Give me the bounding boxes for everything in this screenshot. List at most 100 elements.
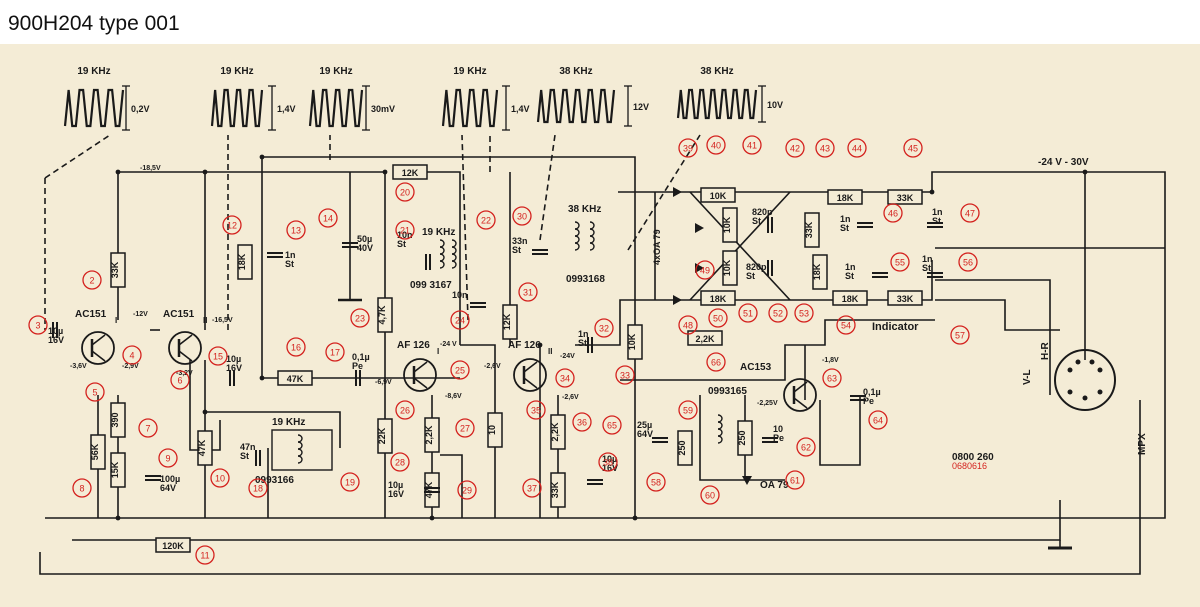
resistor-value: 12K xyxy=(402,168,419,178)
annotation-number: 43 xyxy=(820,144,830,154)
annotation-number: 29 xyxy=(462,486,472,496)
annotation-marker xyxy=(450,360,470,380)
diode-bridge-wire xyxy=(689,191,791,301)
annotation-number: 44 xyxy=(852,144,862,154)
resistor xyxy=(677,430,693,466)
resistor-value: 10K xyxy=(710,191,727,201)
waveform-trace xyxy=(308,88,364,128)
capacitor-value-line: St xyxy=(752,216,761,226)
annotation-number: 15 xyxy=(213,352,223,362)
coil-38khz-primary xyxy=(574,221,580,230)
resistor-value: 33K xyxy=(550,481,560,498)
annotation-marker xyxy=(598,452,618,472)
coil-38khz-primary xyxy=(574,235,580,244)
waveform-trace xyxy=(441,88,499,128)
annotation-number: 47 xyxy=(965,209,975,219)
resistor xyxy=(377,297,393,333)
vl-label: V-L xyxy=(1022,369,1033,385)
capacitor-value-line: St xyxy=(746,271,755,281)
annotation-marker xyxy=(222,215,242,235)
annotation-marker xyxy=(450,310,470,330)
capacitor-value-line: St xyxy=(578,338,587,348)
annotation-marker xyxy=(210,468,230,488)
waveform-amplitude: 1,4V xyxy=(277,104,296,114)
transistor-type: AC151 xyxy=(75,309,107,320)
annotation-number: 30 xyxy=(517,212,527,222)
annotation-number: 66 xyxy=(711,358,721,368)
coil-indicator xyxy=(717,421,723,430)
annotation-marker xyxy=(518,282,538,302)
voltage-annotation: -6,9V xyxy=(375,379,392,386)
annotation-number: 31 xyxy=(523,288,533,298)
capacitor-value-line: St xyxy=(845,271,854,281)
annotation-marker xyxy=(72,478,92,498)
wire xyxy=(575,260,933,346)
resistor-value: 250 xyxy=(737,430,747,445)
voltage-annotation: -3,6V xyxy=(70,363,87,370)
waveform-trace xyxy=(63,88,125,128)
transistor-type: AC151 xyxy=(163,309,195,320)
transistor-type: AF 126 xyxy=(508,340,541,351)
resistor-value: 56K xyxy=(90,443,100,460)
capacitor-value: 10n xyxy=(452,290,468,300)
annotation-number: 64 xyxy=(873,416,883,426)
transistor-emitter xyxy=(523,377,538,389)
annotation-marker xyxy=(695,260,715,280)
annotation-number: 49 xyxy=(700,266,710,276)
annotation-number: 39 xyxy=(683,144,693,154)
part-code-red: 0680616 xyxy=(952,461,987,471)
capacitor-value-line: 1n xyxy=(922,254,933,264)
annotation-marker xyxy=(195,545,215,565)
capacitor-value-line: 10µ xyxy=(48,326,63,336)
annotation-number: 23 xyxy=(355,314,365,324)
annotation-number: 35 xyxy=(531,406,541,416)
resistor-value: 4,7K xyxy=(377,305,387,325)
resistor xyxy=(737,420,753,456)
resistor xyxy=(722,207,738,243)
annotation-marker xyxy=(555,368,575,388)
annotation-marker xyxy=(85,382,105,402)
annotation-number: 54 xyxy=(841,321,851,331)
wire xyxy=(460,344,496,518)
capacitor-value-line: 16V xyxy=(602,463,618,473)
annotation-number: 21 xyxy=(400,226,410,236)
resistor xyxy=(502,304,518,340)
annotation-number: 56 xyxy=(963,258,973,268)
annotation-marker xyxy=(208,346,228,366)
annotation-number: 7 xyxy=(145,424,150,434)
resistor-value: 47K xyxy=(287,374,304,384)
annotation-number: 62 xyxy=(801,443,811,453)
transistor-collector xyxy=(523,361,538,373)
annotation-number: 16 xyxy=(291,343,301,353)
annotation-number: 18 xyxy=(253,484,263,494)
annotation-number: 55 xyxy=(895,258,905,268)
wire xyxy=(72,500,1061,541)
coil-frequency: 19 KHz xyxy=(272,417,305,428)
capacitor-value-line: St xyxy=(840,223,849,233)
capacitor-value-line: 1n xyxy=(840,214,851,224)
mpx-label: MPX xyxy=(1137,433,1148,455)
waveform-amplitude: 1,4V xyxy=(511,104,530,114)
diode-symbol xyxy=(695,223,704,233)
voltage-annotation: -3,2V xyxy=(176,370,193,377)
annotation-number: 20 xyxy=(400,188,410,198)
annotation-marker xyxy=(350,308,370,328)
junction-dot xyxy=(929,189,935,195)
annotation-number: 58 xyxy=(651,478,661,488)
annotation-number: 6 xyxy=(177,376,182,386)
coil-part-number: 099 3167 xyxy=(410,280,452,291)
capacitor-value-line: 10n xyxy=(397,230,413,240)
resonator-box xyxy=(271,429,333,471)
capacitor-value-line: St xyxy=(240,451,249,461)
annotation-number: 27 xyxy=(460,424,470,434)
annotation-marker xyxy=(602,415,622,435)
annotation-number: 60 xyxy=(705,491,715,501)
